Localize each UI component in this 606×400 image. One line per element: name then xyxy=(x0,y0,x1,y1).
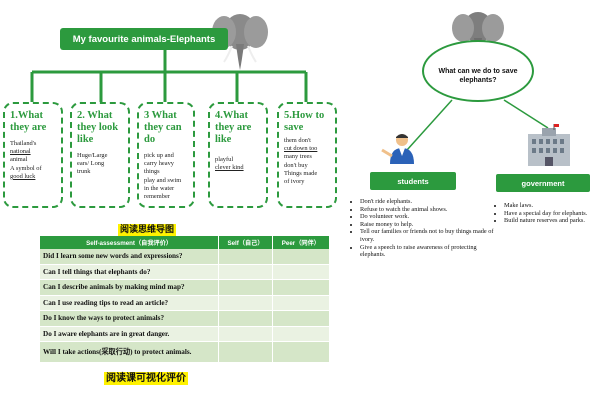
table-row: Can I tell things that elephants do? xyxy=(40,264,331,280)
branch-line: carry heavy xyxy=(144,160,174,168)
self-cell[interactable] xyxy=(218,326,273,342)
students-label: students xyxy=(370,172,456,190)
branch-body: playful clever kind xyxy=(215,156,261,172)
table-row: Will I take actions(采取行动) to protect ani… xyxy=(40,341,331,363)
table-cell: Can I use reading tips to read an articl… xyxy=(40,295,220,311)
peer-cell[interactable] xyxy=(272,249,331,265)
list-item: Build nature reserves and parks. xyxy=(504,217,604,225)
table-cell: Can I tell things that elephants do? xyxy=(40,264,220,280)
list-item: Have a special day for elephants. xyxy=(504,210,604,218)
branch-line: ears/ Long xyxy=(77,160,105,168)
self-cell[interactable] xyxy=(218,279,273,296)
mindmap-caption: 阅读思维导图 xyxy=(118,224,177,236)
table-cell: Do I know the ways to protect animals? xyxy=(40,310,220,327)
peer-cell[interactable] xyxy=(272,279,331,296)
students-actions-list: Don't ride elephants. Refuse to watch th… xyxy=(350,198,500,259)
column-header: Self-assessment（自我评价） xyxy=(40,236,220,249)
branch-heading: 1.What they are xyxy=(10,110,47,133)
table-row: Do I aware elephants are in great danger… xyxy=(40,326,331,342)
self-cell[interactable] xyxy=(218,341,273,363)
branch-body: Huge/Large ears/ Long trunk xyxy=(77,152,123,177)
self-cell[interactable] xyxy=(218,264,273,280)
branch-line: them don't xyxy=(284,137,311,144)
government-building-icon xyxy=(528,124,570,166)
self-cell[interactable] xyxy=(218,310,273,327)
table-row: Can I use reading tips to read an articl… xyxy=(40,295,331,311)
branch-line: playful xyxy=(215,156,234,163)
question-text: What can we do to save elephants? xyxy=(438,68,518,84)
branch-line: in the water xyxy=(144,184,175,192)
branch-line: Huge/Large xyxy=(77,152,108,159)
peer-cell[interactable] xyxy=(272,295,331,311)
branch-line: of ivory xyxy=(284,178,305,186)
self-assessment-table: Self-assessment（自我评价） Self（自己） Peer（同伴） … xyxy=(40,236,331,363)
table-cell: Did I learn some new words and expressio… xyxy=(40,249,220,265)
list-item: Make laws. xyxy=(504,202,604,210)
student-person-icon xyxy=(381,134,414,164)
self-cell[interactable] xyxy=(218,249,273,265)
table-row: Can I describe animals by making mind ma… xyxy=(40,279,331,296)
mindmap-lines xyxy=(30,50,308,102)
branch-line: don't buy xyxy=(284,161,308,169)
government-actions-list: Make laws. Have a special day for elepha… xyxy=(494,202,604,225)
branch-line: animal xyxy=(10,156,28,164)
peer-cell[interactable] xyxy=(272,326,331,342)
branch-body: pick up and carry heavy things play and … xyxy=(144,152,188,201)
peer-cell[interactable] xyxy=(272,341,331,363)
branch-what-they-are-like: 4.What they are like playful clever kind xyxy=(208,102,268,208)
table-row: Did I learn some new words and expressio… xyxy=(40,249,331,265)
branch-heading: 3 What they can do xyxy=(144,110,182,145)
branch-heading: 4.What they are like xyxy=(215,110,252,145)
branch-line: national xyxy=(10,148,31,156)
branch-heading: 2. What they look like xyxy=(77,110,119,145)
branch-line: pick up and xyxy=(144,152,174,159)
government-label: government xyxy=(496,174,590,192)
table-cell: Can I describe animals by making mind ma… xyxy=(40,279,220,296)
list-item: Refuse to watch the animal shows. xyxy=(360,206,500,214)
branch-body: them don't cut down too many trees don't… xyxy=(284,137,330,186)
table-cell: Will I take actions(采取行动) to protect ani… xyxy=(40,341,220,363)
question-bubble: What can we do to save elephants? xyxy=(422,40,534,102)
branch-line: good luck xyxy=(10,172,36,180)
table-row: Do I know the ways to protect animals? xyxy=(40,310,331,327)
protect-lines xyxy=(397,99,549,161)
assessment-caption: 阅读课可视化评价 xyxy=(104,372,188,385)
branch-body: Thailand's national animal A symbol of g… xyxy=(10,140,56,181)
mindmap-title: My favourite animals-Elephants xyxy=(60,28,228,50)
branch-line: many trees xyxy=(284,153,312,161)
peer-cell[interactable] xyxy=(272,264,331,280)
branch-what-they-look-like: 2. What they look like Huge/Large ears/ … xyxy=(70,102,130,208)
branch-line: trunk xyxy=(77,168,91,176)
column-header: Self（自己） xyxy=(218,236,273,249)
branch-heading: 5.How to save xyxy=(284,110,325,133)
branch-line: A symbol of xyxy=(10,164,42,172)
table-header-row: Self-assessment（自我评价） Self（自己） Peer（同伴） xyxy=(40,236,331,249)
branch-line: cut down too xyxy=(284,145,318,153)
branch-line: Thailand's xyxy=(10,140,37,147)
column-header: Peer（同伴） xyxy=(272,236,331,249)
self-cell[interactable] xyxy=(218,295,273,311)
branch-what-they-are: 1.What they are Thailand's national anim… xyxy=(3,102,63,208)
branch-what-they-can-do: 3 What they can do pick up and carry hea… xyxy=(137,102,195,208)
branch-line: Things made xyxy=(284,169,318,177)
list-item: Do volunteer work. xyxy=(360,213,500,221)
branch-line: remember xyxy=(144,193,170,201)
list-item: Raise money to help. xyxy=(360,221,500,229)
branch-line: things xyxy=(144,168,160,176)
branch-how-to-save: 5.How to save them don't cut down too ma… xyxy=(277,102,337,208)
list-item: Tell our families or friends not to buy … xyxy=(360,228,500,243)
peer-cell[interactable] xyxy=(272,310,331,327)
branch-line: play and swim xyxy=(144,176,182,184)
table-cell: Do I aware elephants are in great danger… xyxy=(40,326,220,342)
list-item: Don't ride elephants. xyxy=(360,198,500,206)
branch-line: clever kind xyxy=(215,164,244,172)
list-item: Give a speech to raise awareness of prot… xyxy=(360,244,500,259)
